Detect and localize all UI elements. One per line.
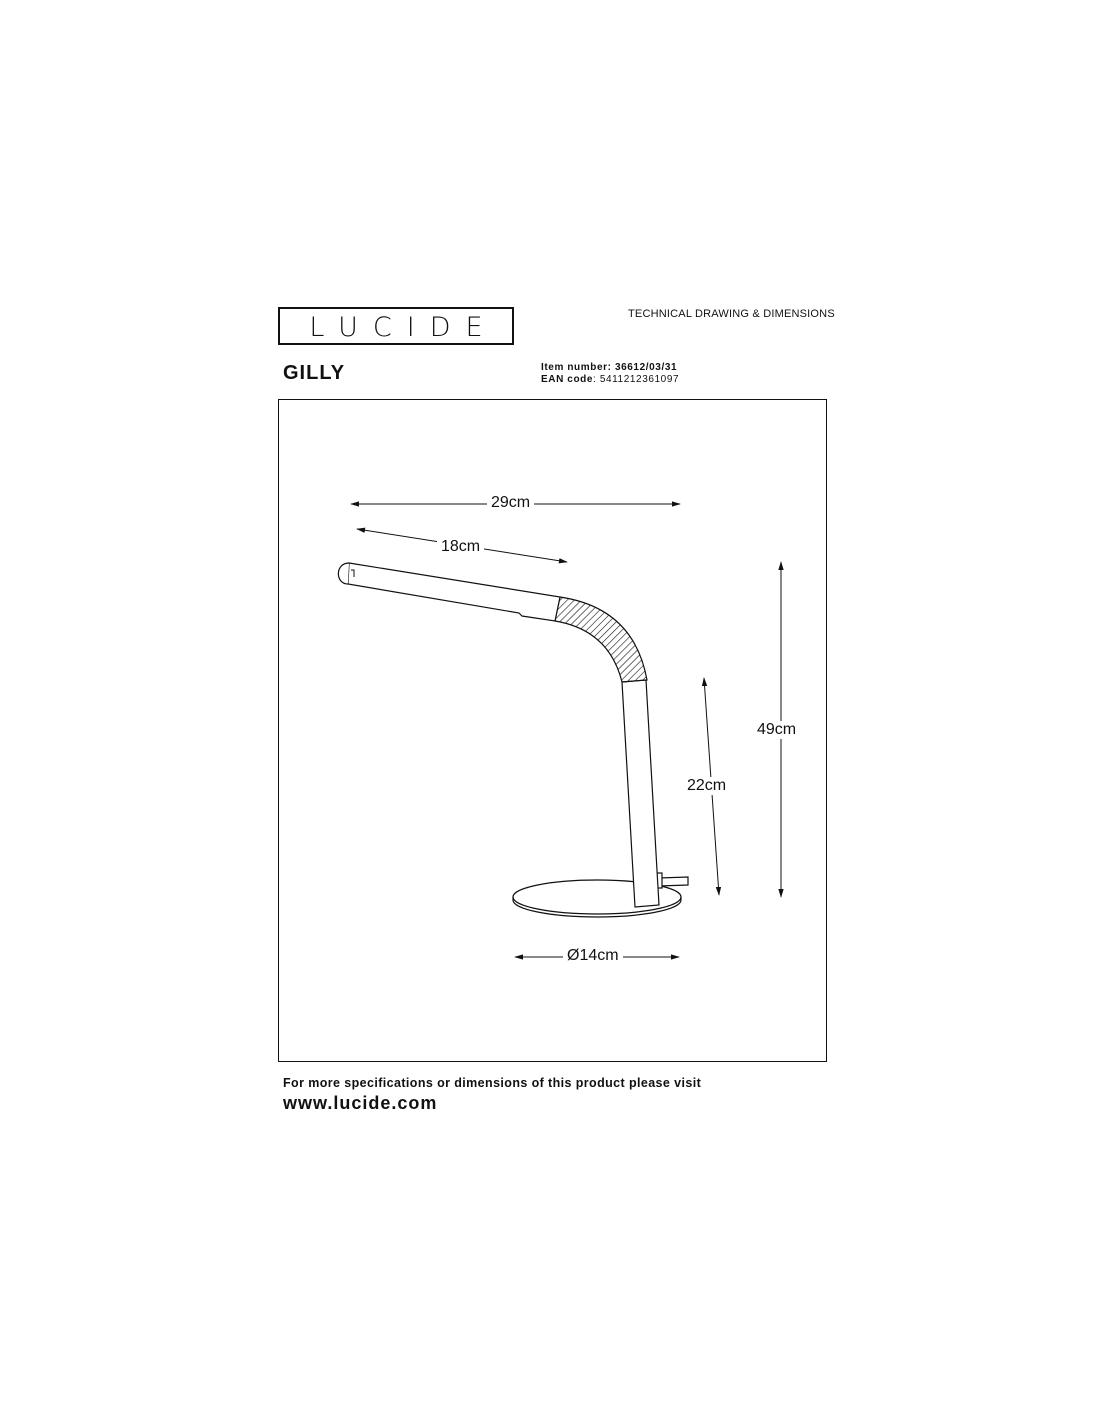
width-dimension-label: 29cm	[487, 494, 535, 512]
document-title: TECHNICAL DRAWING & DIMENSIONS	[628, 308, 835, 320]
lamp-base-edge	[512, 897, 682, 918]
lamp-head	[337, 562, 350, 585]
lamp-drawing	[337, 501, 784, 960]
stem-height-dimension-label: 22cm	[683, 777, 731, 795]
lamp-arm	[347, 562, 561, 622]
lamp-switch	[658, 876, 689, 887]
product-info: Item number: 36612/03/31 EAN code: 54112…	[541, 362, 679, 386]
total-height-dimension-label: 49cm	[753, 721, 801, 739]
ean-label: EAN code	[541, 374, 594, 385]
ean-value: 5411212361097	[599, 374, 680, 385]
brand-logo-text: LUCIDE	[309, 312, 498, 343]
brand-logo: LUCIDE	[278, 307, 514, 345]
lamp-stem	[621, 679, 660, 908]
item-number-label: Item number:	[541, 362, 612, 373]
product-name: GILLY	[283, 362, 346, 384]
lamp-elbow	[554, 596, 648, 683]
website-link[interactable]: www.lucide.com	[283, 1093, 438, 1113]
technical-drawing-frame: 29cm 18cm 49cm 22cm Ø14cm	[278, 399, 827, 1062]
item-number-row: Item number: 36612/03/31	[541, 362, 679, 374]
arm-dimension-label: 18cm	[437, 538, 485, 556]
item-number-value: 36612/03/31	[614, 362, 678, 373]
ean-row: EAN code: 5411212361097	[541, 374, 680, 385]
footer-text: For more specifications or dimensions of…	[283, 1076, 702, 1090]
base-diameter-dimension-label: Ø14cm	[563, 947, 623, 965]
